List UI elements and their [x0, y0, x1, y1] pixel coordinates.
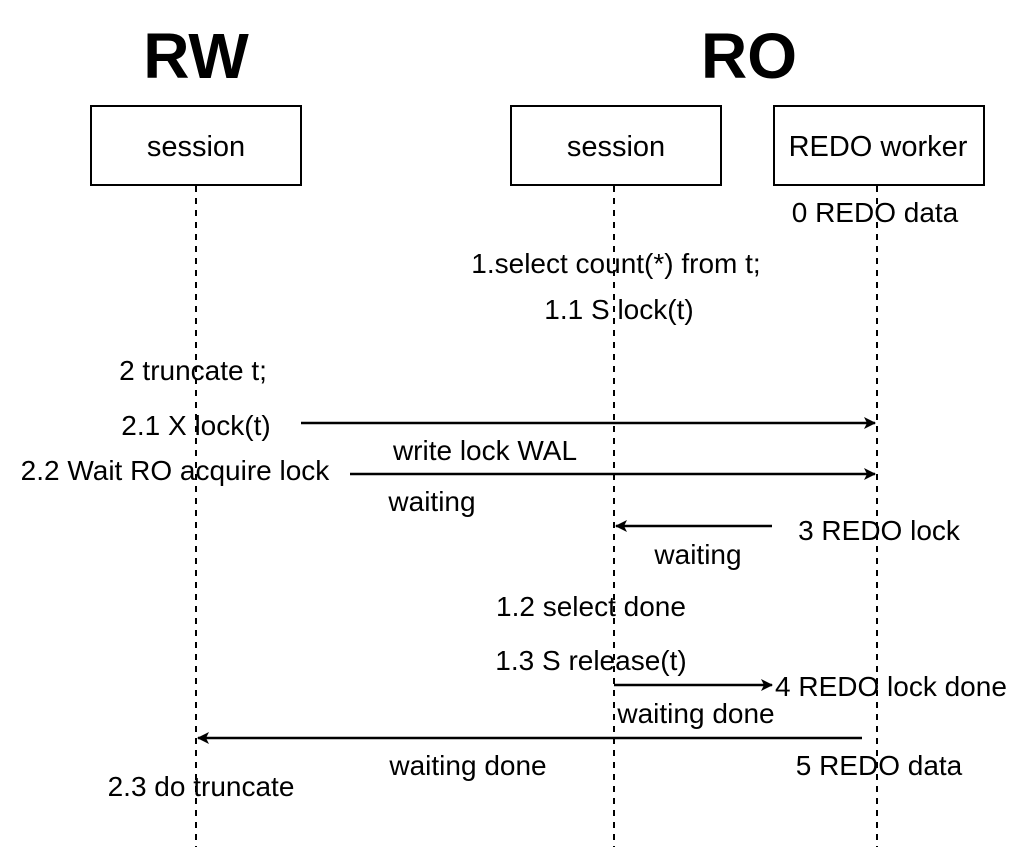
ro-session-box: session	[510, 105, 722, 186]
ro-session-label: session	[567, 131, 665, 163]
step-2-label: 2 truncate t;	[119, 355, 267, 386]
step-1-1-label: 1.1 S lock(t)	[544, 294, 693, 325]
waiting-rw-label: waiting	[387, 486, 475, 517]
step-2-3-label: 2.3 do truncate	[108, 771, 295, 802]
step-1-2-label: 1.2 select done	[496, 591, 686, 622]
step-2-2-label: 2.2 Wait RO acquire lock	[21, 455, 331, 486]
step-1-label: 1.select count(*) from t;	[471, 248, 760, 279]
rw-session-label: session	[147, 131, 245, 163]
write-lock-wal-label: write lock WAL	[392, 435, 577, 466]
step-2-1-label: 2.1 X lock(t)	[121, 410, 270, 441]
waiting-done-redo-label: waiting done	[616, 698, 774, 729]
ro-heading: RO	[701, 20, 797, 92]
step-3-label: 3 REDO lock	[798, 515, 961, 546]
redo-worker-box: REDO worker	[773, 105, 985, 186]
rw-heading: RW	[143, 20, 249, 92]
step-4-label: 4 REDO lock done	[775, 671, 1007, 702]
redo-worker-label: REDO worker	[789, 131, 968, 163]
waiting-done-rw-label: waiting done	[388, 750, 546, 781]
step-5-label: 5 REDO data	[796, 750, 963, 781]
waiting-redo-label: waiting	[653, 539, 741, 570]
rw-session-box: session	[90, 105, 302, 186]
step-0-label: 0 REDO data	[792, 197, 959, 228]
step-1-3-label: 1.3 S release(t)	[495, 645, 686, 676]
